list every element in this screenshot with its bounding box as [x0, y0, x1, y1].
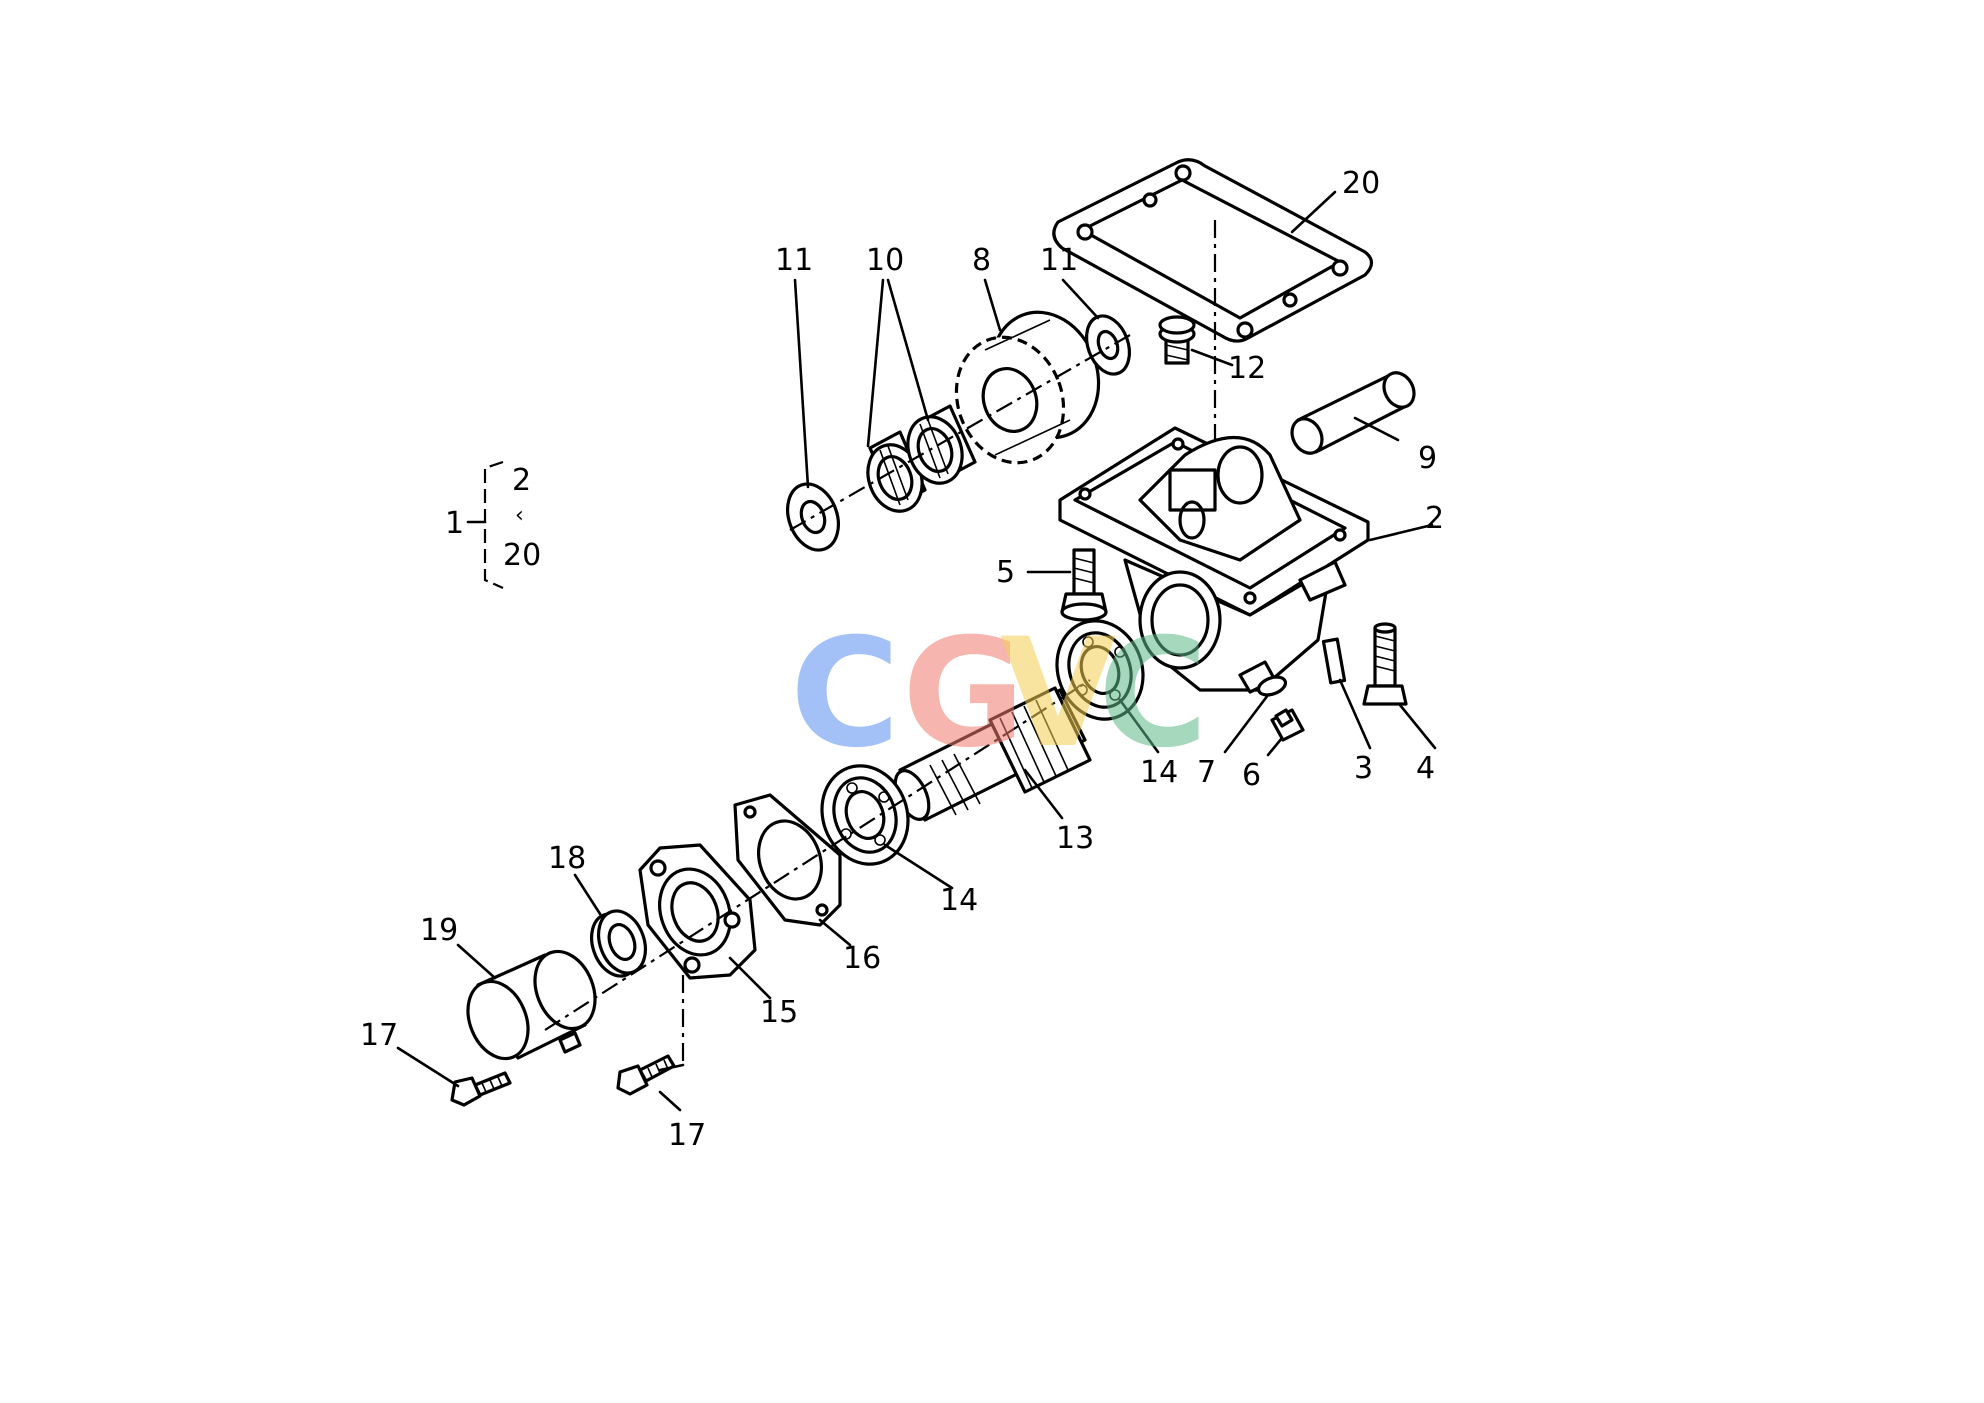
callout-8: 8 — [972, 243, 991, 278]
callout-12: 12 — [1228, 351, 1266, 386]
callout-19: 19 — [420, 913, 458, 948]
callout-11-left: 11 — [775, 243, 813, 278]
assembly-range-from: 2 — [512, 463, 531, 498]
watermark-letter-1: C — [790, 607, 900, 781]
assembly-bracket: 1 2 ‹ 20 — [445, 460, 541, 590]
callout-3: 3 — [1354, 751, 1373, 786]
shaft-13 — [893, 686, 1092, 822]
callout-9: 9 — [1418, 441, 1437, 476]
callout-14-lower: 14 — [940, 883, 978, 918]
watermark-letter-2: G — [902, 607, 1025, 781]
cover-15 — [638, 843, 757, 980]
callout-labels: 20 11 10 8 11 12 9 2 5 14 7 6 3 4 13 14 … — [360, 166, 1444, 1153]
callout-10: 10 — [866, 243, 904, 278]
watermark-letter-3: V — [1000, 607, 1116, 781]
watermark: C G V C — [790, 607, 1208, 781]
callout-2: 2 — [1425, 501, 1444, 536]
watermark-letter-4: C — [1098, 607, 1208, 781]
assembly-range-to: 20 — [503, 538, 541, 573]
ball-bearing-14-upper — [1055, 619, 1145, 721]
assembly-number: 1 — [445, 506, 464, 541]
oil-seal-18 — [590, 909, 647, 978]
gasket-16 — [733, 793, 842, 927]
bolt-17-left — [450, 1071, 512, 1107]
pin-9 — [1290, 371, 1416, 455]
callout-18: 18 — [548, 841, 586, 876]
plug-6 — [1270, 708, 1305, 742]
callout-6: 6 — [1242, 758, 1261, 793]
callout-14-upper: 14 — [1140, 755, 1178, 790]
seal-7 — [1256, 675, 1288, 697]
bolt-4 — [1362, 622, 1408, 706]
bolt-12 — [1158, 315, 1196, 365]
callout-20: 20 — [1342, 166, 1380, 201]
callout-7: 7 — [1197, 755, 1216, 790]
callout-11-right: 11 — [1040, 243, 1078, 278]
gear-8 — [954, 310, 1101, 465]
housing-2 — [1058, 426, 1370, 694]
callout-15: 15 — [760, 995, 798, 1030]
assembly-range-separator: ‹ — [515, 503, 524, 528]
callout-13: 13 — [1056, 821, 1094, 856]
bolt-5 — [1060, 548, 1108, 622]
leader-lines — [396, 190, 1437, 1112]
callout-5: 5 — [996, 555, 1015, 590]
callout-17-left: 17 — [360, 1018, 398, 1053]
callout-17-lower: 17 — [668, 1118, 706, 1153]
callout-16: 16 — [843, 941, 881, 976]
pin-3 — [1321, 637, 1347, 685]
bolt-17-lower — [616, 1054, 676, 1096]
cap-19 — [466, 949, 597, 1061]
gasket-20 — [1052, 158, 1374, 343]
callout-4: 4 — [1416, 751, 1435, 786]
needle-bearing-10b — [906, 404, 977, 485]
